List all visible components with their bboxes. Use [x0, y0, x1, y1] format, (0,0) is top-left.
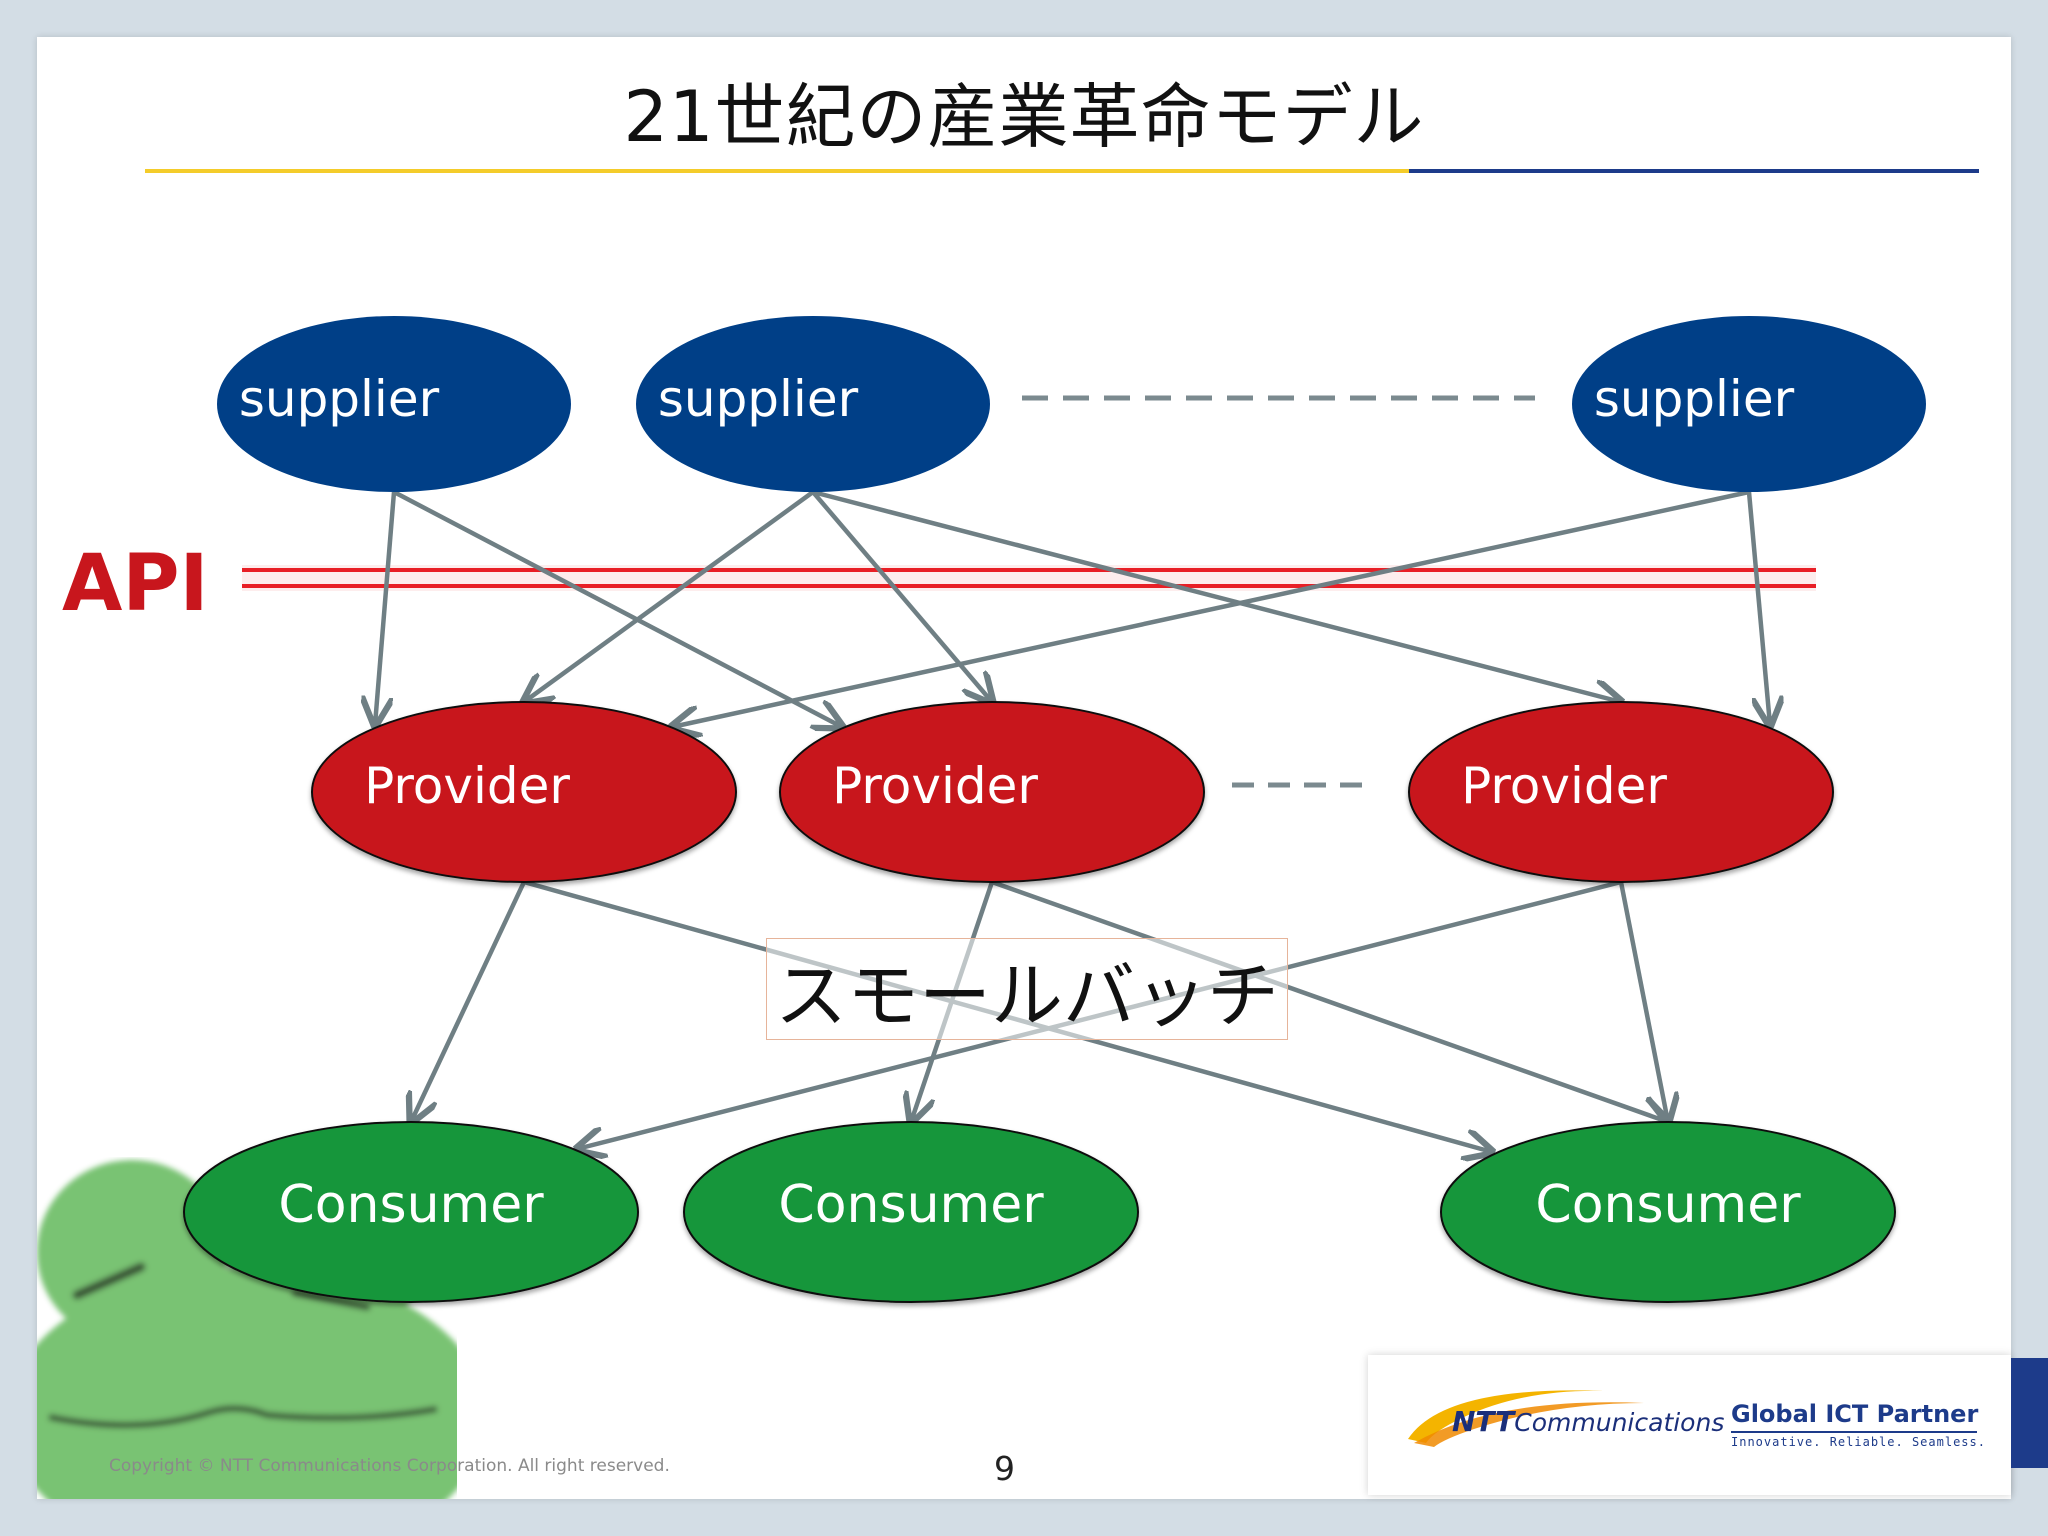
title-rule-yellow [145, 169, 1409, 173]
edge-supplier-3-to-provider-1 [672, 489, 1750, 727]
supplier-1-node [217, 316, 571, 492]
consumer-label-3: Consumer [1535, 1175, 1801, 1235]
consumer-label-1: Consumer [278, 1175, 544, 1235]
provider-2-node [779, 701, 1205, 883]
supplier-label-1: supplier [238, 370, 440, 428]
diagram [183, 316, 1926, 1303]
supplier-2-node [636, 316, 990, 492]
supplier-3-node [1572, 316, 1926, 492]
page-number: 9 [994, 1449, 1015, 1488]
supplier-label-3: supplier [1593, 370, 1795, 428]
provider-1-node [311, 701, 737, 883]
provider-label-2: Provider [832, 757, 1038, 815]
title-rule-navy [1409, 169, 1979, 173]
consumer-3-node [1440, 1121, 1896, 1303]
copyright-text: Copyright © NTT Communications Corporati… [109, 1456, 670, 1476]
edge-supplier-1-to-provider-2 [392, 490, 842, 727]
ntt-swoosh-icon [1408, 1390, 1644, 1447]
consumer-1-node [183, 1121, 639, 1303]
api-label: API [62, 539, 209, 629]
consumer-label-2: Consumer [778, 1175, 1044, 1235]
nodes [183, 316, 1926, 1303]
edge-supplier-3-to-provider-3 [1746, 491, 1770, 725]
small-batch-box: スモールバッチ [766, 938, 1288, 1040]
edge-supplier-2-to-provider-2 [811, 490, 992, 702]
provider-label-1: Provider [364, 757, 570, 815]
provider-label-3: Provider [1461, 757, 1667, 815]
partner-title: Global ICT Partner [1731, 1400, 1979, 1428]
slide-title: 21世紀の産業革命モデル [623, 76, 1425, 158]
edge-supplier-2-to-provider-3 [812, 489, 1621, 702]
edge-provider-2-to-consumer-3 [991, 879, 1668, 1122]
edge-supplier-1-to-provider-1 [375, 491, 397, 725]
partner-rule [1731, 1431, 1977, 1433]
company-name: NTTCommunications [1452, 1405, 1724, 1438]
edges [375, 489, 1770, 1152]
supplier-label-2: supplier [657, 370, 859, 428]
consumer-2-node [683, 1121, 1139, 1303]
company-name-rest: Communications [1514, 1408, 1725, 1437]
provider-3-node [1408, 701, 1834, 883]
slide: 21世紀の産業革命モデル [37, 37, 2011, 1499]
company-logo-area: NTTCommunications Global ICT Partner Inn… [1368, 1355, 2011, 1495]
edge-tab [2011, 1358, 2048, 1468]
edge-provider-1-to-consumer-1 [411, 881, 527, 1122]
edge-provider-3-to-consumer-3 [1618, 881, 1668, 1122]
edge-supplier-2-to-provider-1 [524, 490, 815, 702]
company-name-bold: NTT [1452, 1405, 1515, 1438]
partner-tagline: Innovative. Reliable. Seamless. [1731, 1435, 1986, 1449]
api-line [242, 565, 1816, 591]
small-batch-label: スモールバッチ [774, 953, 1279, 1038]
